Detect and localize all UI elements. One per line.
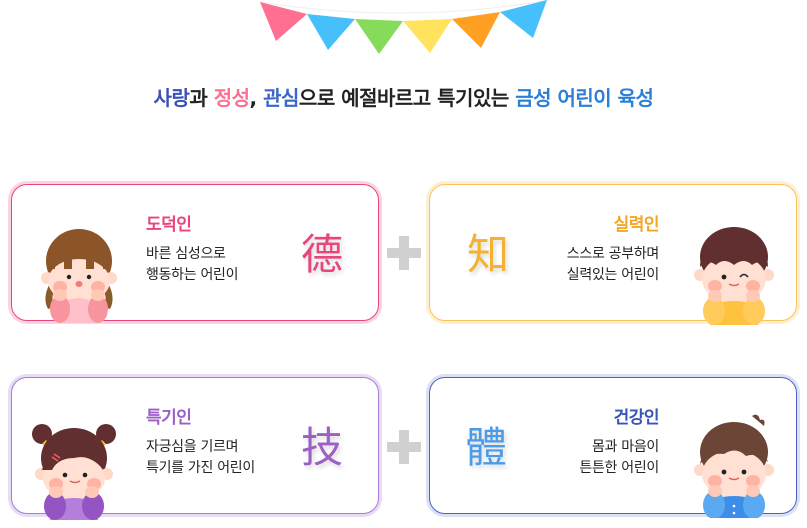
card-health: 體 건강인 몸과 마음이 튼튼한 어린이 [429, 377, 797, 518]
hanja-character: 技 [301, 423, 344, 472]
slogan-text: 으로 예절바르고 특기있는 [298, 86, 516, 110]
flag-pink [260, 2, 307, 41]
girl-braids-illustration [41, 229, 117, 323]
plus-icon [387, 430, 421, 464]
slogan-text: 과 [189, 86, 214, 110]
boy-winking-illustration [694, 227, 774, 325]
hanja-character: 知 [467, 230, 510, 279]
hanja-character: 體 [465, 423, 508, 472]
card-title: 실력인 [613, 215, 660, 235]
card-description: 몸과 마음이 튼튼한 어린이 [579, 437, 659, 479]
card-title: 도덕인 [146, 215, 192, 235]
flag-green [355, 19, 403, 54]
slogan-word-love: 사랑 [153, 86, 190, 110]
card-moral: 도덕인 바른 심성으로 행동하는 어린이 德 [11, 184, 379, 323]
description-line: 실력있는 어린이 [566, 267, 660, 283]
description-line: 스스로 공부하며 [566, 246, 660, 262]
plus-icon [387, 236, 421, 270]
card-talent: 특기인 자긍심을 기르며 특기를 가진 어린이 技 [11, 377, 379, 520]
description-line: 행동하는 어린이 [146, 267, 239, 283]
slogan-word-interest: 관심 [263, 86, 299, 110]
girl-buns-illustration [32, 424, 116, 520]
slogan-word-school: 금성 어린이 육성 [515, 86, 654, 110]
description-line: 튼튼한 어린이 [579, 460, 659, 476]
flag-yellow [403, 19, 452, 53]
card-title: 건강인 [613, 408, 660, 428]
flag-orange [452, 12, 500, 48]
bunting-banner [259, 0, 551, 54]
flag-blue [307, 14, 355, 50]
card-knowledge: 知 실력인 스스로 공부하며 실력있는 어린이 [429, 184, 797, 325]
slogan-text: , [249, 86, 264, 110]
hanja-character: 德 [301, 230, 344, 279]
slogan-word-sincerity: 정성 [213, 86, 250, 110]
card-description: 스스로 공부하며 실력있는 어린이 [566, 244, 660, 286]
description-line: 몸과 마음이 [591, 439, 659, 455]
description-line: 특기를 가진 어린이 [146, 460, 255, 476]
boy-smiling-illustration [694, 414, 774, 518]
card-title: 특기인 [146, 408, 192, 428]
slogan: 사랑과 정성, 관심으로 예절바르고 특기있는 금성 어린이 육성 [0, 82, 807, 111]
flag-sky [500, 0, 547, 38]
card-description: 자긍심을 기르며 특기를 가진 어린이 [146, 437, 255, 479]
description-line: 자긍심을 기르며 [146, 439, 239, 455]
card-description: 바른 심성으로 행동하는 어린이 [146, 244, 239, 286]
description-line: 바른 심성으로 [146, 246, 226, 262]
